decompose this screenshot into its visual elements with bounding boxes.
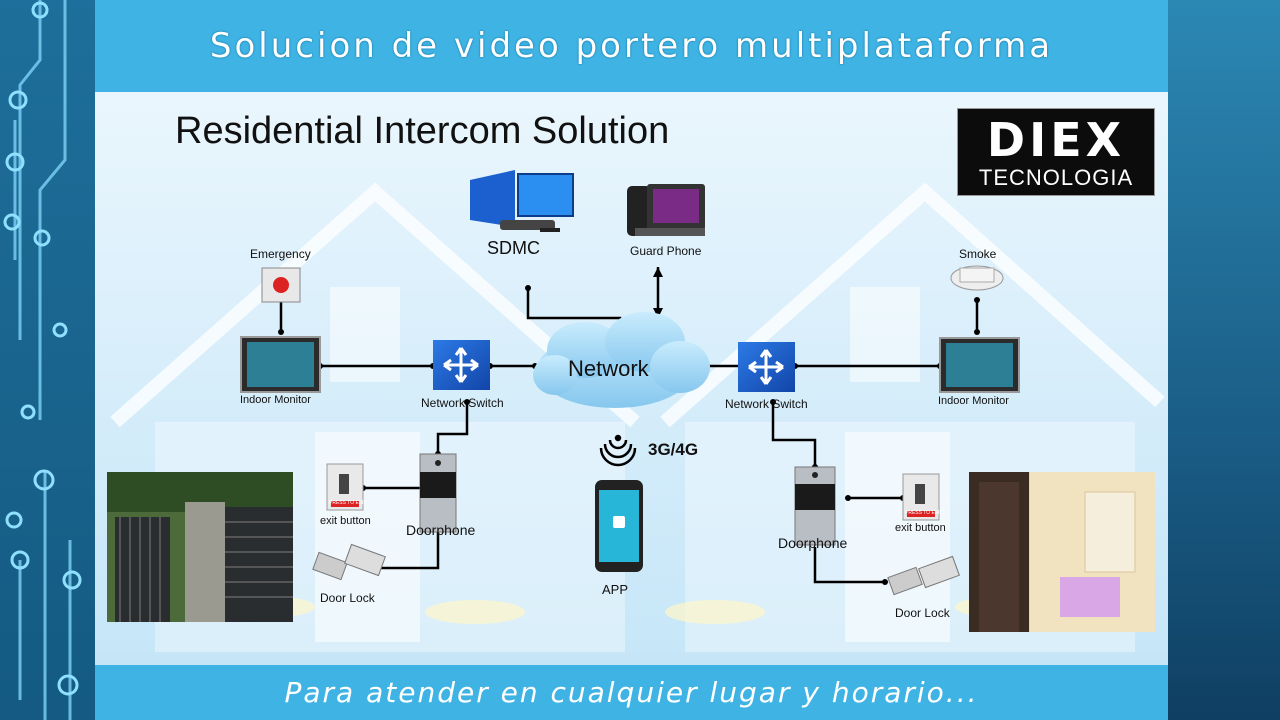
indoor-monitor-right-label: Indoor Monitor: [938, 395, 1009, 407]
door-lock-right-label: Door Lock: [895, 606, 950, 620]
guard-phone-icon: [627, 184, 705, 236]
left-decoration: [0, 0, 95, 720]
gate-photo: [107, 472, 293, 622]
network-switch-right-icon: [738, 342, 795, 392]
connection-lines: [279, 267, 979, 584]
sdmc-computer-icon: [470, 170, 574, 232]
door-lock-right-icon: [887, 555, 960, 596]
doorphone-left-icon: [419, 453, 457, 533]
bottom-banner: Para atender en cualquier lugar y horari…: [95, 665, 1168, 720]
exit-sign-right-text: PRESS TO EXIT: [905, 510, 943, 516]
doorphone-right-icon: [794, 466, 836, 546]
smartphone-app-icon: [595, 480, 643, 572]
network-switch-right-label: Network Switch: [725, 397, 808, 411]
diagram-title: Residential Intercom Solution: [175, 110, 670, 152]
indoor-monitor-right-icon: [939, 337, 1020, 393]
doorphone-right-label: Doorphone: [778, 535, 848, 551]
network-switch-left-label: Network Switch: [421, 396, 504, 410]
guard-phone-label: Guard Phone: [630, 244, 702, 258]
logo-subtitle: TECNOLOGIA: [978, 165, 1134, 190]
exit-button-right-label: exit button: [895, 522, 946, 534]
mobile-network-label: 3G/4G: [648, 440, 699, 459]
door-lock-left-label: Door Lock: [320, 591, 375, 605]
top-banner: Solucion de video portero multiplataform…: [95, 0, 1168, 92]
door-lock-left-icon: [312, 543, 386, 581]
diagram-canvas: [107, 170, 1165, 652]
bottom-banner-text: Para atender en cualquier lugar y horari…: [284, 676, 979, 709]
door-photo: [969, 472, 1155, 632]
emergency-label: Emergency: [250, 247, 311, 261]
sdmc-label: SDMC: [487, 238, 540, 258]
emergency-button-icon: [261, 267, 301, 303]
exit-sign-left-text: PRESS TO EXIT: [329, 500, 367, 506]
network-label: Network: [568, 356, 649, 381]
diagram-area: Residential Intercom Solution DIEX TECNO…: [95, 92, 1168, 665]
company-logo: DIEX TECNOLOGIA: [957, 108, 1155, 196]
doorphone-left-label: Doorphone: [406, 522, 476, 538]
smoke-label: Smoke: [959, 247, 997, 261]
exit-button-left-label: exit button: [320, 515, 371, 527]
network-switch-left-icon: [433, 340, 490, 390]
right-decoration: [1168, 0, 1280, 720]
circuit-left-icon: [3, 0, 82, 720]
exit-button-right-icon: [902, 473, 940, 521]
indoor-monitor-left-label: Indoor Monitor: [240, 394, 311, 406]
smoke-detector-icon: [950, 265, 1004, 291]
exit-button-left-icon: [326, 463, 364, 511]
logo-mark: DIEX: [986, 113, 1126, 167]
top-banner-text: Solucion de video portero multiplataform…: [209, 26, 1054, 66]
slide: Solucion de video portero multiplataform…: [95, 0, 1168, 720]
network-cloud-icon: [533, 312, 710, 408]
app-label: APP: [602, 582, 629, 597]
indoor-monitor-left-icon: [240, 336, 321, 393]
wireless-signal-icon: [599, 434, 637, 467]
